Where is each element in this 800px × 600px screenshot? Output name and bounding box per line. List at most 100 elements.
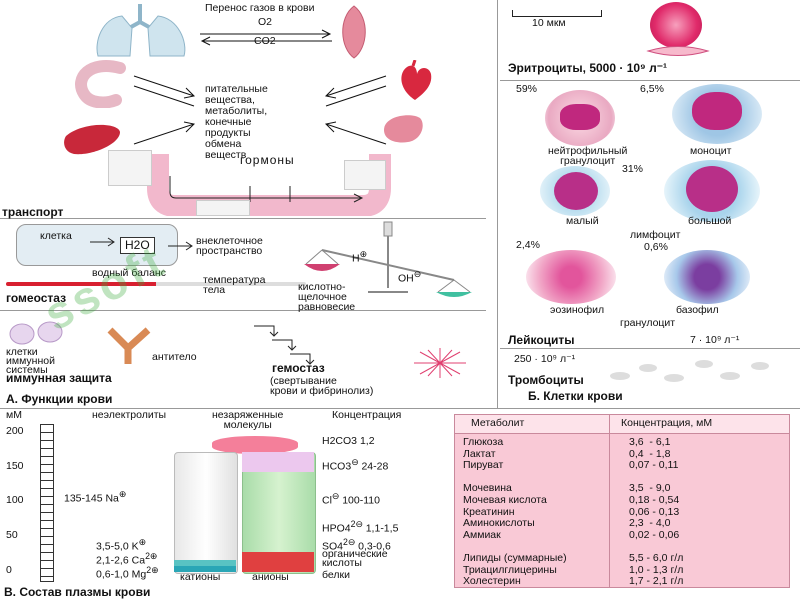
leukocytes-label: Лейкоциты (508, 333, 575, 347)
erythrocyte-side-icon (646, 46, 710, 56)
metabolite-name: Глюкоза (463, 436, 504, 448)
acid-base-label: кислотно- щелочное равновесие (298, 281, 356, 313)
intestine-icon (75, 60, 126, 108)
erythrocyte-icon (650, 2, 702, 48)
divider-homeostasis (0, 310, 486, 311)
cations-label: катионы (180, 571, 221, 583)
fibrin-clot-icon (414, 348, 466, 378)
anions-label: анионы (252, 571, 289, 583)
panel-b-caption: Б. Клетки крови (528, 389, 623, 403)
metabolite-name: Мочевина (463, 482, 512, 495)
monocyte-nucleus-icon (692, 92, 742, 130)
divider-transport (0, 218, 486, 219)
metabolite-value: 0,02 - 0,06 (629, 528, 680, 541)
pct-6-5: 6,5% (640, 83, 664, 95)
balance-scale-icon (304, 221, 472, 297)
cation-ca-band (174, 566, 236, 572)
uncharged-cap (212, 436, 298, 454)
metabolite-value: 1,7 - 2,1 г/л (629, 575, 684, 588)
hormones-label: гормоны (240, 153, 295, 167)
table-row: Аммиак 0,02 - 0,06 (455, 528, 789, 542)
metabolite-name: Холестерин (463, 575, 521, 588)
metabolite-value: 3,5 - 9,0 (629, 482, 671, 495)
thermometer-icon (6, 282, 306, 286)
organic-acids-label: органические кислоты (322, 548, 388, 569)
small-lymphocyte-nucleus-icon (554, 172, 598, 210)
scale-label: 10 мкм (532, 17, 566, 29)
h2o-box: H2O (120, 237, 155, 254)
neutrophil-label: нейтрофильный гранулоцит (548, 145, 628, 167)
divider-leuko (500, 348, 800, 349)
muscle-icon (342, 5, 366, 59)
proteins-label: белки (322, 569, 350, 581)
hemostasis-sub: (свертывание крови и фибринолиз) (270, 375, 374, 397)
table-row: Холестерин 1,7 - 2,1 г/л (455, 576, 789, 588)
nutrient-arrows (133, 75, 387, 145)
o2-label: O2 (258, 16, 273, 28)
metabolites-col-divider (609, 415, 610, 587)
granulocyte-label: гранулоцит (620, 317, 676, 329)
anion-hco3-band (242, 452, 314, 472)
water-arrows (90, 237, 193, 251)
monocyte-label: моноцит (690, 145, 732, 157)
kidney-icon (384, 115, 423, 143)
basophil-icon (664, 250, 750, 304)
metabolite-name: Пируват (463, 459, 504, 472)
cascade-arrows (254, 325, 315, 365)
large-lymphocyte-nucleus-icon (686, 166, 738, 212)
table-row: Мочевина 3,5 - 9,0 (455, 483, 789, 495)
temperature-label: температура тела (203, 274, 266, 296)
oh-minus-label: OH⊖ (398, 269, 422, 285)
antibody-icon (107, 327, 151, 364)
header-metabolite: Метаболит (471, 417, 525, 429)
liver-icon (64, 124, 120, 155)
panel-divider-horizontal (0, 408, 800, 409)
table-row: Липиды (суммарные)5,5 - 6,0 г/л (455, 551, 789, 565)
basophil-label: базофил (676, 304, 719, 316)
immune-cells-label: клетки иммунной системы (6, 346, 55, 376)
panel-divider-vertical (497, 0, 498, 408)
anion-protein-band (242, 552, 314, 572)
pct-2-4: 2,4% (516, 239, 540, 251)
large-label: большой (688, 215, 732, 227)
cell-label: клетка (40, 230, 72, 242)
nonelectrolytes-label: неэлектролиты (92, 409, 167, 421)
cation-cylinder (174, 452, 238, 574)
scale-bar (512, 10, 602, 17)
lungs-icon (96, 4, 186, 57)
metabolite-name: Липиды (суммарные) (463, 551, 567, 564)
immune-label: иммунная защита (6, 371, 112, 385)
heart-icon (401, 60, 432, 100)
h-plus-label: H⊕ (352, 249, 367, 265)
unit-label: мМ (6, 409, 22, 421)
neutrophil-nucleus-icon (560, 104, 600, 130)
pct-59: 59% (516, 83, 538, 95)
metabolite-value: 3,6 - 6,1 (629, 436, 671, 448)
cation-na: 135-145 Na⊕ (64, 489, 127, 505)
divider-erythro (500, 80, 800, 81)
metabolite-name: Аммиак (463, 528, 501, 541)
tick-200: 200 (6, 425, 24, 437)
antibody-label: антитело (152, 351, 197, 363)
metabolite-value: 2,3 - 4,0 (629, 517, 671, 530)
platelets-label: Тромбоциты (508, 373, 584, 387)
cation-ca: 2,1-2,6 Ca2⊕ (96, 551, 158, 567)
tick-50: 50 (6, 529, 18, 541)
concentration-label: Концентрация (332, 409, 402, 421)
hormone-tube (147, 154, 391, 216)
eosinophil-icon (526, 250, 616, 304)
uncharged-label: незаряженные молекулы (212, 409, 284, 431)
tissue-box-right (344, 160, 386, 190)
table-row: Глюкоза 3,6 - 6,1 (455, 436, 789, 449)
tissue-box-left (108, 150, 152, 186)
cation-k: 3,5-5,0 K⊕ (96, 537, 146, 553)
nutrients-text: питательные вещества, метаболиты, конечн… (205, 83, 268, 161)
